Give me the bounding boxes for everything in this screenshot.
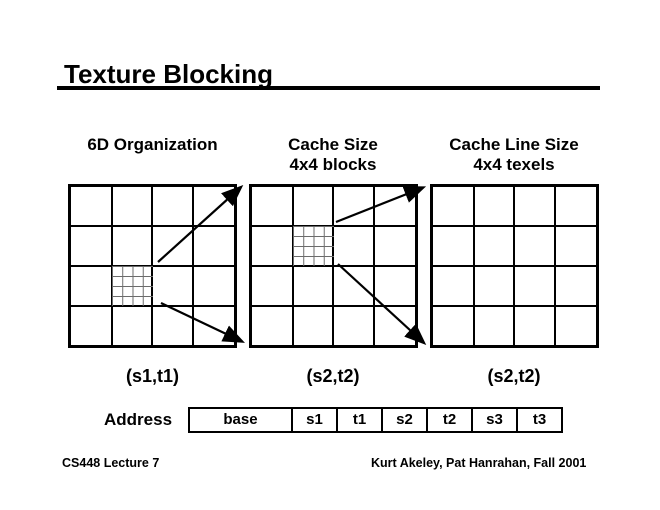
footer-course-label: CS448 Lecture 7 (62, 456, 160, 470)
grid-line (433, 265, 596, 267)
grid-line (71, 305, 234, 307)
coord-label-s2t2-right: (s2,t2) (487, 366, 541, 386)
address-label: Address (104, 410, 173, 429)
grid-line (71, 225, 234, 227)
grid-line (433, 305, 596, 307)
address-cell-s3: s3 (471, 407, 518, 433)
coord-label-s1t1: (s1,t1) (125, 366, 179, 386)
grid-cache-line-size (430, 184, 599, 348)
heading-line2: 4x4 blocks (289, 155, 377, 174)
address-bar: base s1 t1 s2 t2 s3 t3 (188, 407, 563, 433)
heading-6d-organization: 6D Organization (58, 135, 247, 155)
footer-authors-label: Kurt Akeley, Pat Hanrahan, Fall 2001 (371, 456, 587, 470)
title-underline-rule (57, 86, 600, 90)
coord-label-s2t2: (s2,t2) (306, 366, 360, 386)
highlighted-texel-subgrid (293, 226, 334, 266)
slide-title: Texture Blocking (64, 59, 274, 90)
heading-cache-size: Cache Size 4x4 blocks (249, 135, 417, 175)
address-cell-s1: s1 (291, 407, 338, 433)
grid-cache-size (249, 184, 418, 348)
address-cell-t3: t3 (516, 407, 563, 433)
heading-line1: Cache Size (288, 135, 378, 154)
grid-line (252, 305, 415, 307)
address-cell-t1: t1 (336, 407, 383, 433)
heading-cache-line-size: Cache Line Size 4x4 texels (424, 135, 604, 175)
grid-line (252, 265, 415, 267)
address-cell-t2: t2 (426, 407, 473, 433)
highlighted-block-subgrid (112, 266, 153, 306)
heading-line2: 4x4 texels (473, 155, 555, 174)
heading-line1: 6D Organization (87, 135, 218, 154)
address-cell-s2: s2 (381, 407, 428, 433)
address-cell-base: base (188, 407, 293, 433)
heading-line1: Cache Line Size (449, 135, 579, 154)
grid-line (433, 225, 596, 227)
